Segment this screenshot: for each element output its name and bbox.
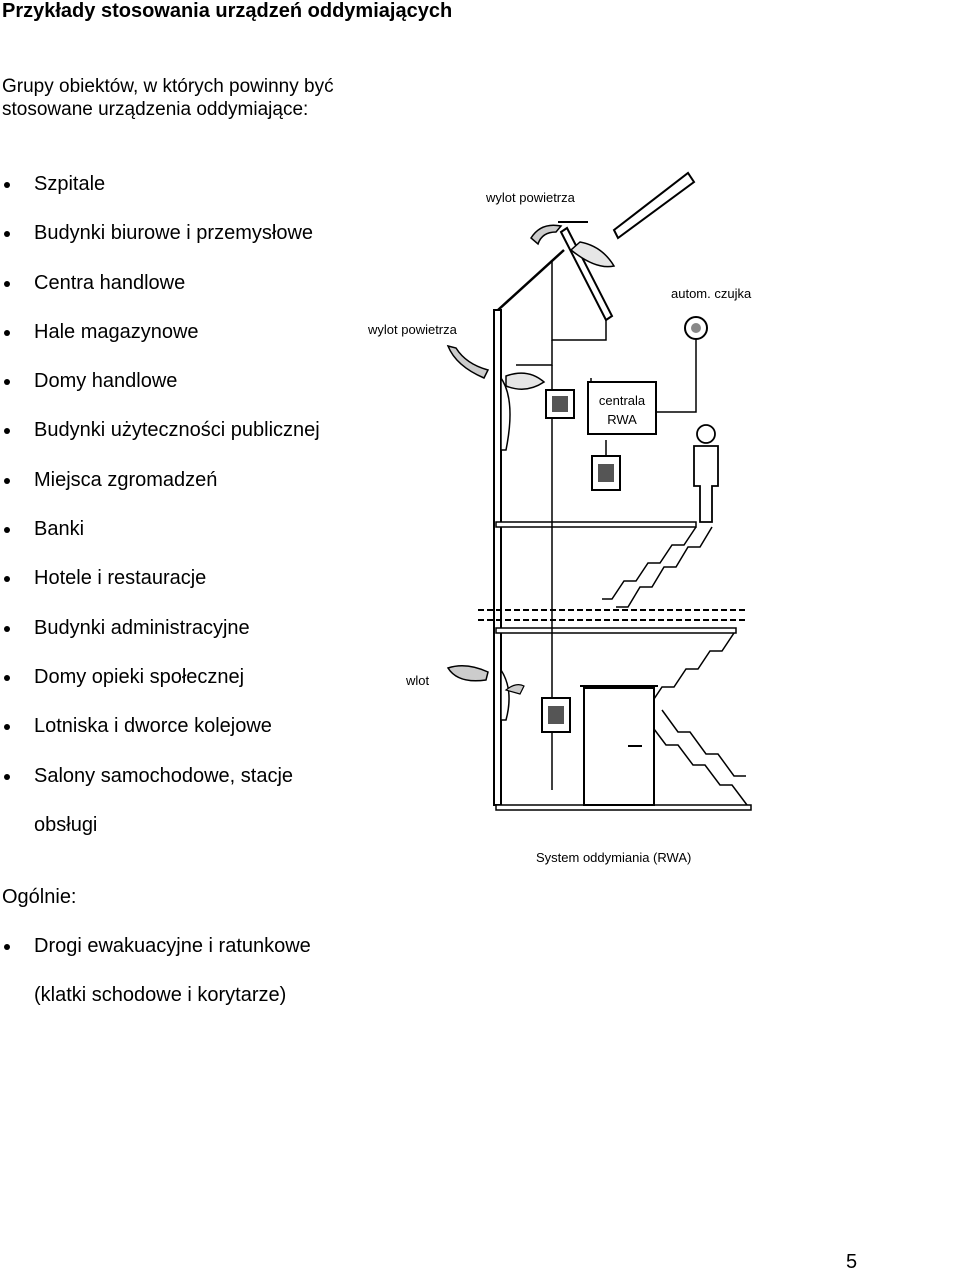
diagram-svg: centrala RWA wylot powietrza wylot powie… xyxy=(367,171,752,865)
outlet-arrow-wall xyxy=(446,344,490,379)
bullet-icon xyxy=(4,773,10,780)
list-item-text: Lotniska i dworce kolejowe xyxy=(34,715,272,738)
bullet-icon xyxy=(4,477,10,484)
wall-vent-upper-flap xyxy=(505,372,546,390)
list-item: Domy opieki społecznej xyxy=(0,653,360,702)
list-item: Miejsca zgromadzeń xyxy=(0,456,360,505)
label-inlet: wlot xyxy=(405,673,430,688)
list-item-text: Banki xyxy=(34,518,85,541)
roof-hatch xyxy=(559,226,614,322)
outlet-arrow-top xyxy=(530,224,563,246)
stairs-lower-edge xyxy=(661,709,746,777)
intro-text: Grupy obiektów, w których powinny być st… xyxy=(2,76,334,120)
roof-left xyxy=(497,249,565,311)
upper-floor xyxy=(495,521,697,528)
bullet-icon xyxy=(4,724,10,731)
door xyxy=(583,687,655,806)
list-item-text: Budynki administracyjne xyxy=(34,616,250,639)
list-item-text: Miejsca zgromadzeń xyxy=(34,468,218,491)
list-item: Centra handlowe xyxy=(0,259,360,308)
stairs-upper-edge xyxy=(616,526,713,608)
list-item-text: Salony samochodowe, stacje obsługi xyxy=(34,764,294,836)
call-point-upper-left-button xyxy=(552,396,568,412)
central-rwa-label-1: centrala xyxy=(599,393,646,408)
person-body-icon xyxy=(693,445,719,523)
bullet-icon xyxy=(4,428,10,435)
list-item-text: Szpitale xyxy=(34,173,106,195)
bullet-icon xyxy=(4,674,10,681)
list-item-text: Hotele i restauracje xyxy=(34,567,207,590)
list-item-text: Budynki użyteczności publicznej xyxy=(34,419,320,442)
smoke-system-diagram: centrala RWA wylot powietrza wylot powie… xyxy=(366,150,960,870)
wire-hatch xyxy=(551,260,607,341)
list-item-text: Domy opieki społecznej xyxy=(34,665,245,688)
list-item-text: Hale magazynowe xyxy=(34,320,199,343)
list-item-text: Drogi ewakuacyjne i ratunkowe (klatki sc… xyxy=(34,935,311,1007)
bullet-icon xyxy=(4,379,10,386)
list-item: Lotniska i dworce kolejowe xyxy=(0,702,360,751)
bullet-icon xyxy=(4,625,10,632)
inlet-arrow xyxy=(446,665,489,682)
list-item-text: Centra handlowe xyxy=(34,271,186,294)
central-rwa-label-2: RWA xyxy=(607,412,637,427)
bullet-icon xyxy=(4,944,10,950)
list-item-text: Domy handlowe xyxy=(34,370,178,393)
list-item-text: Budynki biurowe i przemysłowe xyxy=(34,222,314,245)
bullet-icon xyxy=(4,280,10,287)
general-list: Drogi ewakuacyjne i ratunkowe (klatki sc… xyxy=(0,922,360,1021)
central-rwa-box xyxy=(587,381,657,435)
roof-hatch-flap xyxy=(569,241,616,268)
stairs-upper xyxy=(602,526,697,600)
inlet-arrow-inner xyxy=(504,684,525,695)
list-item: Drogi ewakuacyjne i ratunkowe (klatki sc… xyxy=(0,922,360,1021)
bullet-icon xyxy=(4,527,10,534)
stairs-lower-down xyxy=(650,724,748,806)
bullet-icon xyxy=(4,329,10,336)
bullet-icon xyxy=(4,231,10,238)
list-item: Szpitale xyxy=(0,160,360,209)
bullet-icon xyxy=(4,576,10,583)
call-point-lower-button xyxy=(548,706,564,724)
roof-right xyxy=(612,171,696,240)
wall-vent-lower xyxy=(500,667,510,721)
list-item: Budynki administracyjne xyxy=(0,604,360,653)
wall-vent-upper xyxy=(500,375,511,451)
general-heading: Ogólnie: xyxy=(2,886,77,908)
list-item: Salony samochodowe, stacje obsługi xyxy=(0,752,360,851)
person-head-icon xyxy=(696,424,716,444)
label-outlet-wall: wylot powietrza xyxy=(367,322,458,337)
left-wall xyxy=(493,309,502,806)
list-item: Domy handlowe xyxy=(0,357,360,406)
smoke-detector-core xyxy=(691,323,701,333)
call-point-upper-right xyxy=(591,455,621,491)
label-outlet-top: wylot powietrza xyxy=(485,190,576,205)
diagram-caption: System oddymiania (RWA) xyxy=(536,850,691,865)
list-item: Budynki biurowe i przemysłowe xyxy=(0,209,360,258)
wire-wall-vent xyxy=(516,340,553,366)
label-sensor: autom. czujka xyxy=(671,286,752,301)
list-item: Hotele i restauracje xyxy=(0,554,360,603)
list-item: Hale magazynowe xyxy=(0,308,360,357)
list-item: Banki xyxy=(0,505,360,554)
bullet-icon xyxy=(4,182,10,188)
lower-floor-top xyxy=(495,627,737,634)
wire-sensor xyxy=(656,338,697,413)
page-number: 5 xyxy=(846,1251,858,1273)
call-point-upper-right-button xyxy=(598,464,614,482)
list-item: Budynki użyteczności publicznej xyxy=(0,406,360,455)
page-title: Przykłady stosowania urządzeń oddymiając… xyxy=(2,0,453,22)
